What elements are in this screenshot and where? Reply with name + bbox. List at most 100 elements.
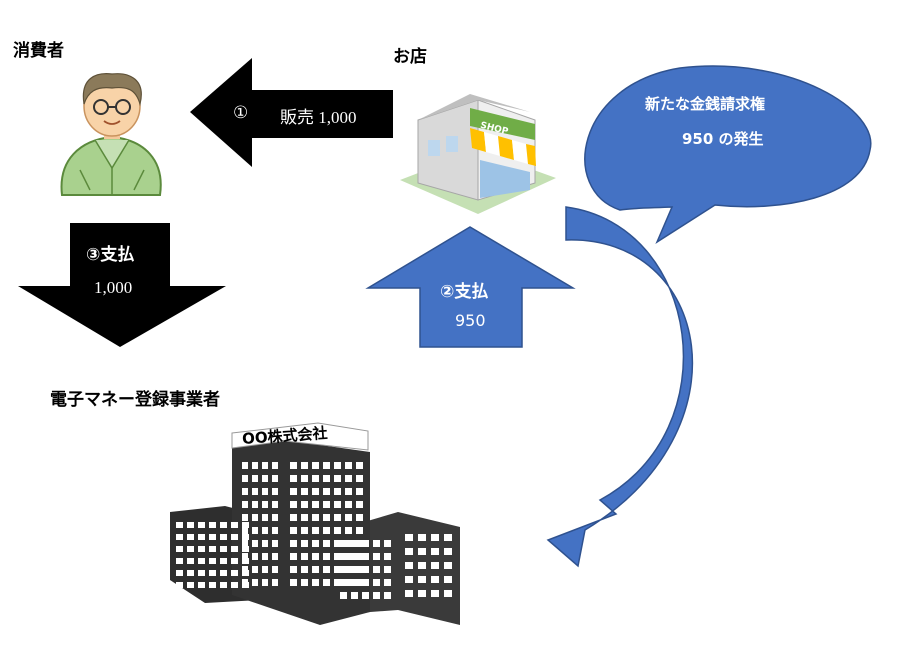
building-windows [176, 462, 452, 599]
building-window [345, 501, 352, 508]
building-window [373, 579, 380, 586]
building-window [323, 475, 330, 482]
building-window [312, 462, 319, 469]
building-window [418, 576, 426, 583]
shop-payment-amount: 950 [455, 311, 486, 330]
building-window [312, 540, 319, 547]
building-window [334, 475, 341, 482]
shop-illustration [400, 94, 556, 214]
building-window [301, 527, 308, 534]
building-window [405, 548, 413, 555]
sale-text: 販売 1,000 [280, 108, 357, 127]
building-window [373, 566, 380, 573]
building-window [187, 546, 194, 552]
building-window [323, 488, 330, 495]
building-window [340, 566, 347, 573]
building-window [418, 534, 426, 541]
building-window [345, 488, 352, 495]
building-window [340, 592, 347, 599]
building-window [444, 576, 452, 583]
building-window [252, 540, 258, 547]
building-window [356, 527, 363, 534]
building-window [262, 462, 268, 469]
building-window [272, 462, 278, 469]
building-window [312, 566, 319, 573]
building-window [242, 534, 249, 540]
building-window [384, 592, 391, 599]
building-window [431, 562, 439, 569]
building-window [356, 540, 363, 547]
sale-step-number: ① [233, 103, 249, 122]
building-window [231, 534, 238, 540]
building-window [231, 522, 238, 528]
building-window [340, 553, 347, 560]
building-window [290, 566, 297, 573]
building-window [252, 514, 258, 521]
building-window [198, 534, 205, 540]
building-window [262, 540, 268, 547]
building-window [312, 579, 319, 586]
building-window [431, 534, 439, 541]
building-window [242, 488, 248, 495]
building-window [405, 534, 413, 541]
building-window [272, 488, 278, 495]
building-window [351, 579, 358, 586]
building-window [312, 553, 319, 560]
building-window [242, 522, 249, 528]
building-window [262, 527, 268, 534]
shop-payment-arrow [365, 226, 576, 348]
building-window [323, 501, 330, 508]
issuer-label: 電子マネー登録事業者 [50, 390, 220, 410]
building-window [176, 570, 183, 576]
callout-bubble [584, 65, 872, 244]
building-window [290, 540, 297, 547]
building-window [242, 475, 248, 482]
building-window [242, 462, 248, 469]
building-window [334, 553, 341, 560]
building-window [351, 592, 358, 599]
building-window [323, 527, 330, 534]
building-window [444, 534, 452, 541]
sale-arrow [190, 58, 393, 167]
consumer-payment-step: ③支払 [86, 245, 135, 265]
building-window [356, 475, 363, 482]
building-window [312, 514, 319, 521]
building-window [362, 592, 369, 599]
building-window [242, 566, 248, 573]
building-window [373, 540, 380, 547]
consumer-payment-amount: 1,000 [94, 278, 133, 297]
building-window [220, 582, 227, 588]
building-window [231, 546, 238, 552]
building-window [351, 553, 358, 560]
building-window [231, 558, 238, 564]
building-window [209, 570, 216, 576]
building-window [323, 579, 330, 586]
building-window [209, 522, 216, 528]
building-window [220, 570, 227, 576]
building-window [272, 527, 278, 534]
building-window [345, 540, 352, 547]
building-window [323, 514, 330, 521]
building-window [242, 514, 248, 521]
building-window [187, 558, 194, 564]
shop-label: お店 [393, 47, 427, 67]
building-window [187, 534, 194, 540]
building-window [242, 570, 249, 576]
building-window [198, 522, 205, 528]
building-window [345, 527, 352, 534]
building-window [340, 540, 347, 547]
building-window [176, 582, 183, 588]
consumer-illustration [60, 73, 162, 196]
building-window [356, 488, 363, 495]
building-window [290, 501, 297, 508]
building-window [301, 514, 308, 521]
building-window [220, 546, 227, 552]
building-window [301, 540, 308, 547]
building-window [418, 548, 426, 555]
building-window [272, 501, 278, 508]
building-window [301, 475, 308, 482]
building-window [323, 540, 330, 547]
building-window [362, 540, 369, 547]
building-window [345, 566, 352, 573]
